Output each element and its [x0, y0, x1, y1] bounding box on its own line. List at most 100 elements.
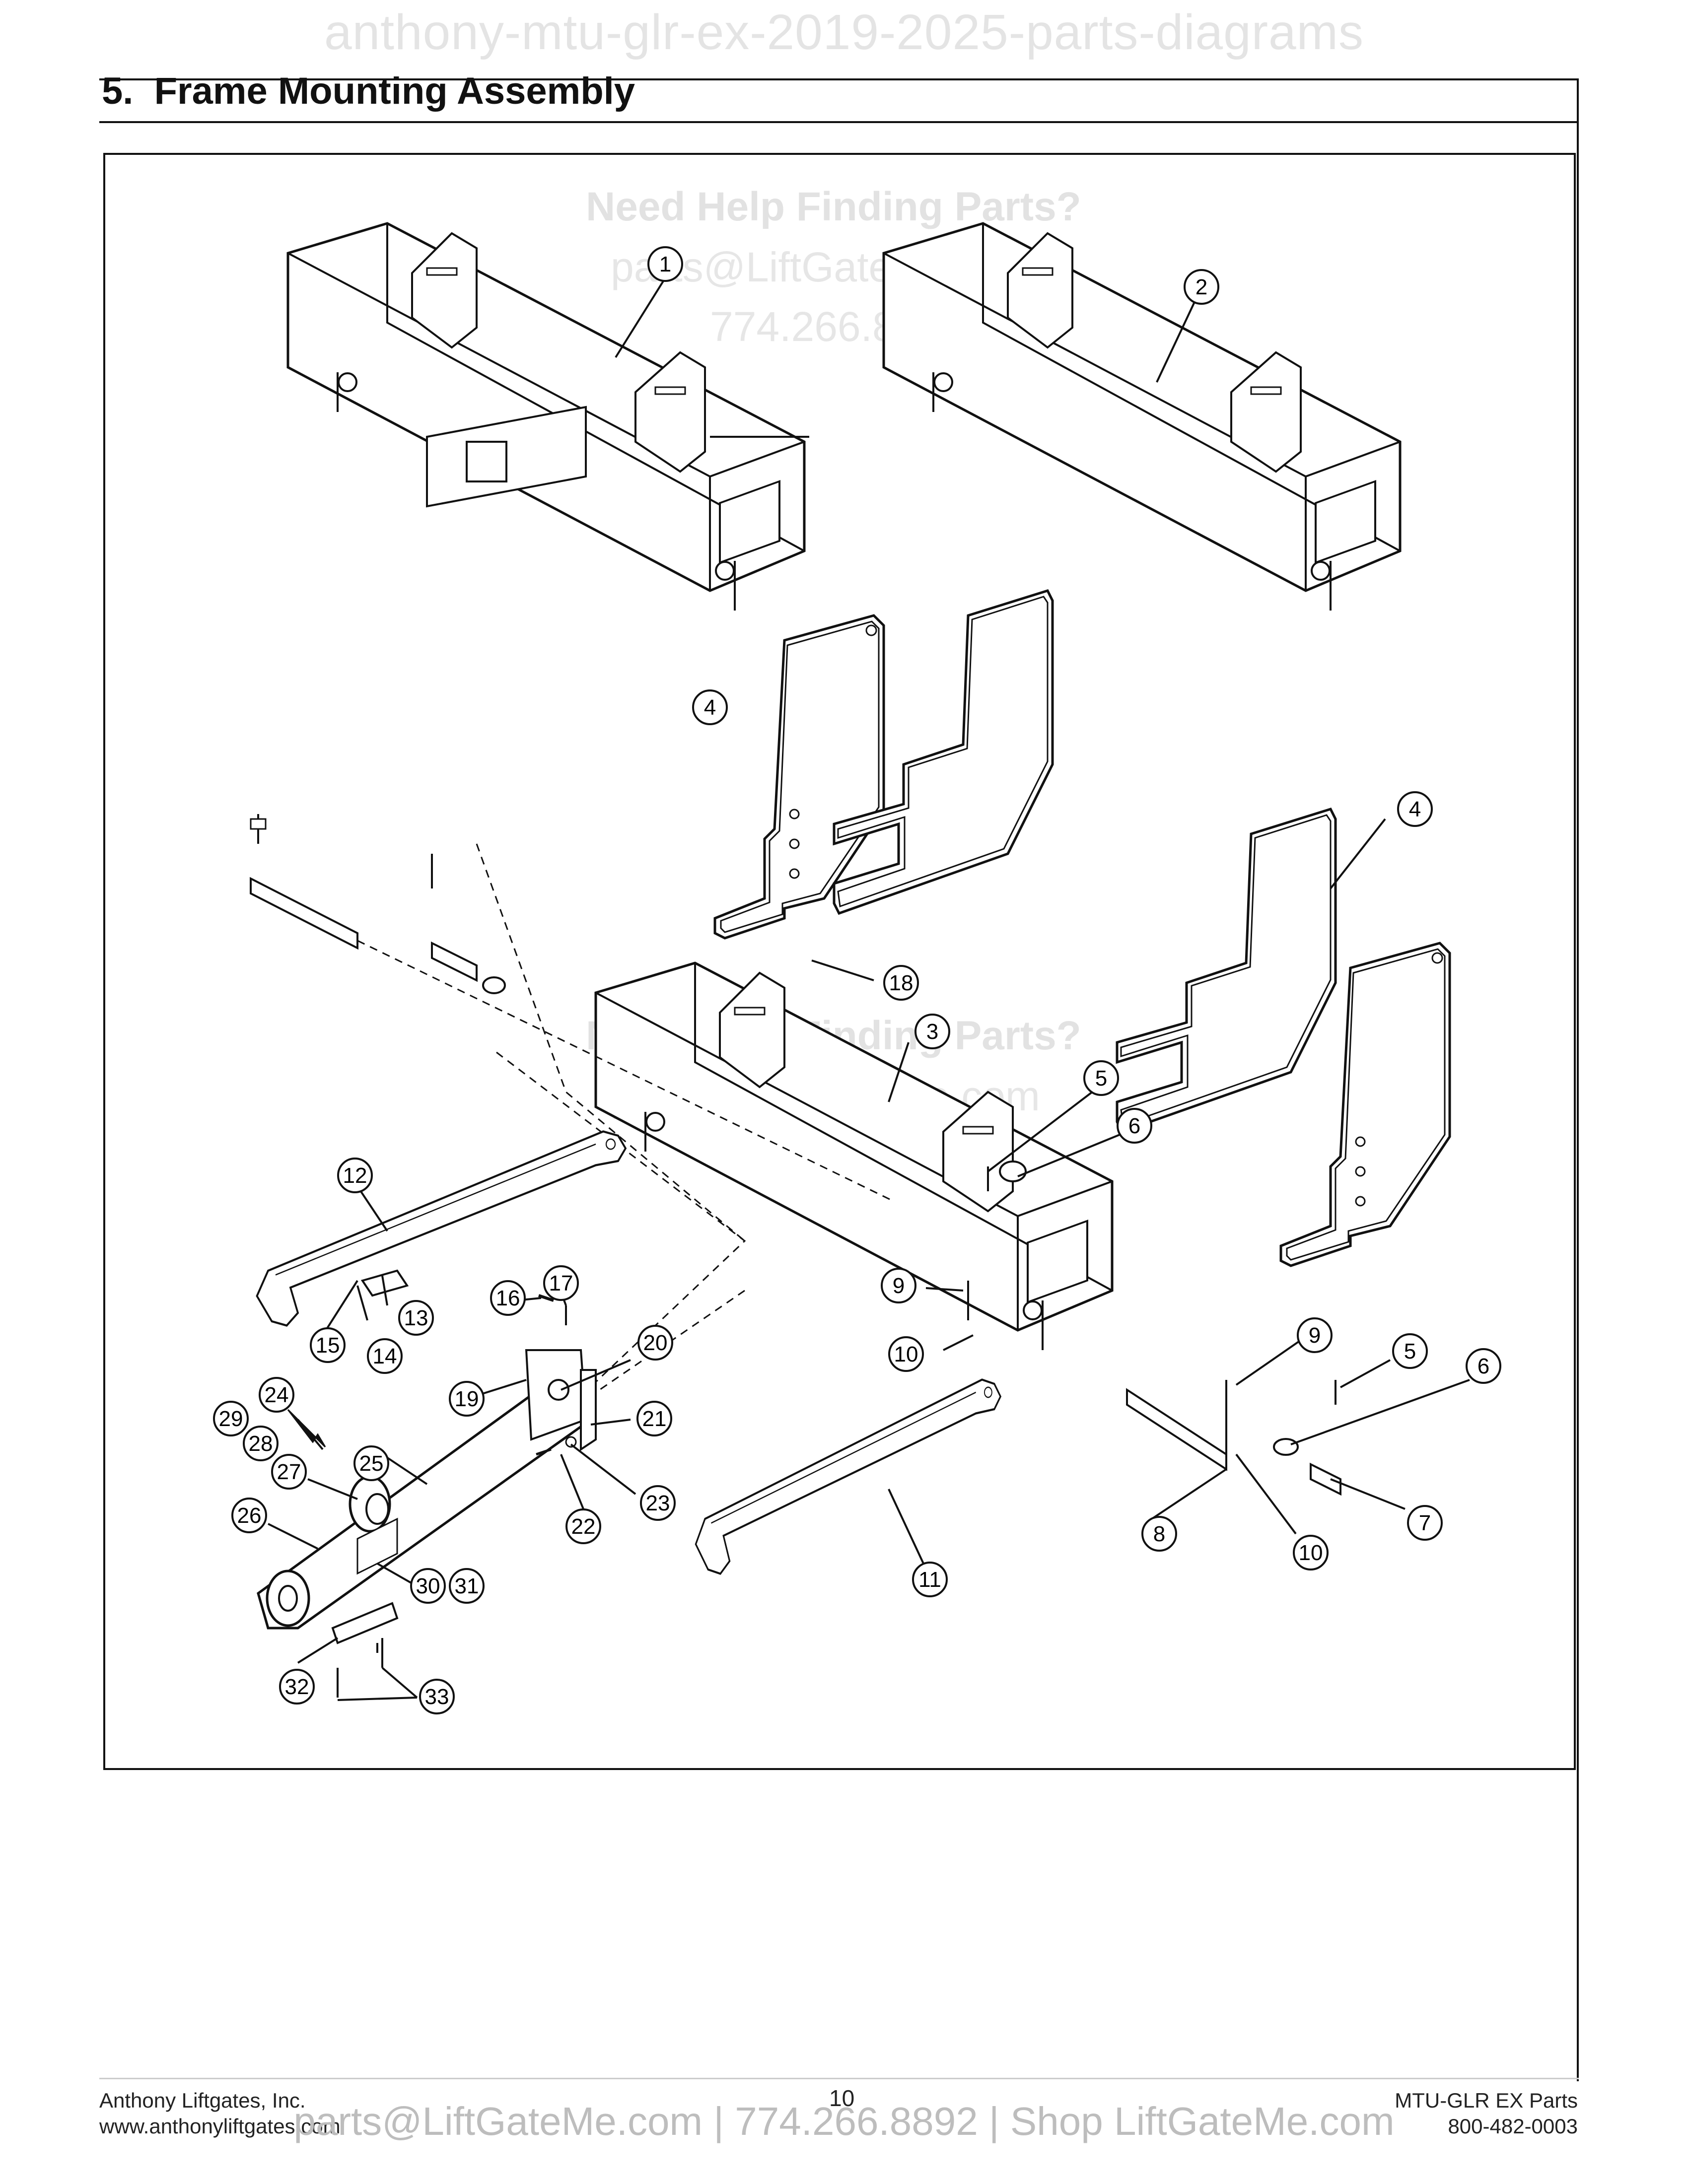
- svg-text:31: 31: [455, 1574, 479, 1598]
- callout-11: 11: [912, 1562, 948, 1597]
- callout-9b: 9: [1297, 1317, 1333, 1353]
- svg-text:24: 24: [265, 1383, 289, 1407]
- svg-text:29: 29: [219, 1407, 243, 1431]
- lift-arm-assembly: [257, 1294, 597, 1698]
- svg-text:19: 19: [455, 1387, 479, 1411]
- svg-text:4: 4: [1409, 797, 1421, 821]
- svg-text:8: 8: [1153, 1522, 1165, 1546]
- arm-11: [696, 1380, 1000, 1574]
- frame-assembly-2: [884, 223, 1400, 611]
- svg-text:6: 6: [1477, 1354, 1489, 1378]
- callout-26: 26: [231, 1498, 267, 1533]
- bottom-watermark: parts@LiftGateMe.com | 774.266.8892 | Sh…: [293, 2099, 1395, 2143]
- callout-6b: 6: [1466, 1348, 1501, 1384]
- callout-25: 25: [353, 1445, 389, 1481]
- section-title: 5. Frame Mounting Assembly: [102, 72, 635, 110]
- callout-18: 18: [883, 965, 919, 1001]
- frame-assembly-1: [288, 223, 804, 611]
- callout-4a: 4: [692, 689, 728, 725]
- page-right-rule: [1577, 78, 1579, 2081]
- callout-6a: 6: [1117, 1108, 1152, 1144]
- svg-text:15: 15: [316, 1333, 340, 1358]
- callout-23: 23: [640, 1485, 676, 1521]
- arm-12: [257, 1132, 626, 1326]
- footer-rule: [99, 2078, 1579, 2079]
- callout-bubbles: 1 2 3 4 4 5 6 5 6 7 8 9 9 10 10 11 12 13…: [213, 246, 1501, 1714]
- footer-page-number: 10: [829, 2085, 855, 2111]
- svg-text:33: 33: [425, 1685, 449, 1709]
- svg-text:9: 9: [893, 1274, 905, 1298]
- diagram-frame: [103, 153, 1576, 1770]
- callout-15: 15: [310, 1327, 346, 1363]
- callout-4b: 4: [1397, 791, 1433, 827]
- help-watermark-1: Need Help Finding Parts?: [586, 184, 1081, 229]
- callout-24: 24: [259, 1377, 294, 1413]
- callout-19: 19: [449, 1381, 485, 1417]
- callout-20: 20: [637, 1325, 673, 1361]
- svg-text:5: 5: [1095, 1066, 1107, 1091]
- svg-text:25: 25: [359, 1451, 384, 1476]
- footer-company: Anthony Liftgates, Inc.: [99, 2089, 306, 2112]
- callout-31: 31: [449, 1568, 485, 1604]
- callout-7: 7: [1407, 1505, 1443, 1541]
- callout-14: 14: [367, 1338, 403, 1374]
- svg-text:16: 16: [496, 1286, 520, 1310]
- callout-10a: 10: [888, 1336, 924, 1372]
- callout-29: 29: [213, 1401, 249, 1436]
- frame-assembly-3: [596, 963, 1112, 1350]
- svg-text:9: 9: [1309, 1323, 1321, 1348]
- callout-2: 2: [1184, 269, 1219, 305]
- callout-12: 12: [337, 1158, 373, 1193]
- svg-text:10: 10: [1299, 1541, 1323, 1565]
- svg-text:30: 30: [416, 1574, 440, 1598]
- callout-13: 13: [398, 1300, 434, 1336]
- callout-8: 8: [1141, 1516, 1177, 1552]
- callout-1: 1: [647, 246, 683, 282]
- callout-5b: 5: [1392, 1333, 1428, 1369]
- svg-text:22: 22: [571, 1514, 596, 1539]
- svg-text:21: 21: [642, 1407, 667, 1431]
- header-rule-top: [99, 78, 1579, 80]
- svg-text:14: 14: [373, 1344, 397, 1368]
- svg-text:23: 23: [646, 1491, 670, 1515]
- callout-33: 33: [419, 1679, 455, 1714]
- svg-text:10: 10: [894, 1342, 918, 1366]
- callout-17: 17: [543, 1265, 579, 1301]
- svg-text:5: 5: [1404, 1339, 1416, 1364]
- footer-doc-name: MTU-GLR EX Parts: [1395, 2089, 1578, 2112]
- svg-text:12: 12: [343, 1163, 367, 1188]
- callout-28: 28: [243, 1426, 279, 1461]
- arrow-24: [287, 1409, 326, 1448]
- callout-10b: 10: [1293, 1535, 1329, 1570]
- section-title-text: Frame Mounting Assembly: [154, 70, 635, 112]
- top-watermark: anthony-mtu-glr-ex-2019-2025-parts-diagr…: [324, 4, 1364, 60]
- callout-9a: 9: [881, 1268, 916, 1303]
- callout-22: 22: [565, 1508, 601, 1544]
- svg-text:17: 17: [549, 1271, 573, 1296]
- svg-text:1: 1: [659, 252, 671, 276]
- svg-text:3: 3: [926, 1020, 938, 1044]
- callout-21: 21: [636, 1401, 672, 1436]
- callout-16: 16: [490, 1280, 526, 1316]
- svg-text:26: 26: [237, 1503, 262, 1528]
- svg-text:11: 11: [918, 1568, 941, 1592]
- gusset-plates-upper: [715, 591, 1053, 938]
- svg-text:18: 18: [889, 971, 914, 995]
- svg-text:6: 6: [1128, 1114, 1140, 1138]
- header-rule-bottom: [99, 121, 1579, 123]
- callout-32: 32: [279, 1669, 315, 1705]
- svg-text:20: 20: [643, 1331, 668, 1355]
- pins-and-guides: [250, 814, 1341, 1496]
- footer-website[interactable]: www.anthonyliftgates.com: [99, 2115, 341, 2138]
- svg-text:32: 32: [285, 1675, 309, 1699]
- svg-text:13: 13: [404, 1306, 428, 1330]
- svg-text:28: 28: [249, 1432, 273, 1456]
- callout-27: 27: [271, 1454, 307, 1490]
- callout-5a: 5: [1083, 1060, 1119, 1096]
- svg-text:2: 2: [1196, 275, 1207, 299]
- callout-30: 30: [410, 1568, 446, 1604]
- svg-text:4: 4: [704, 695, 716, 720]
- section-number: 5.: [102, 70, 134, 112]
- gusset-plates-lower: [1117, 809, 1450, 1266]
